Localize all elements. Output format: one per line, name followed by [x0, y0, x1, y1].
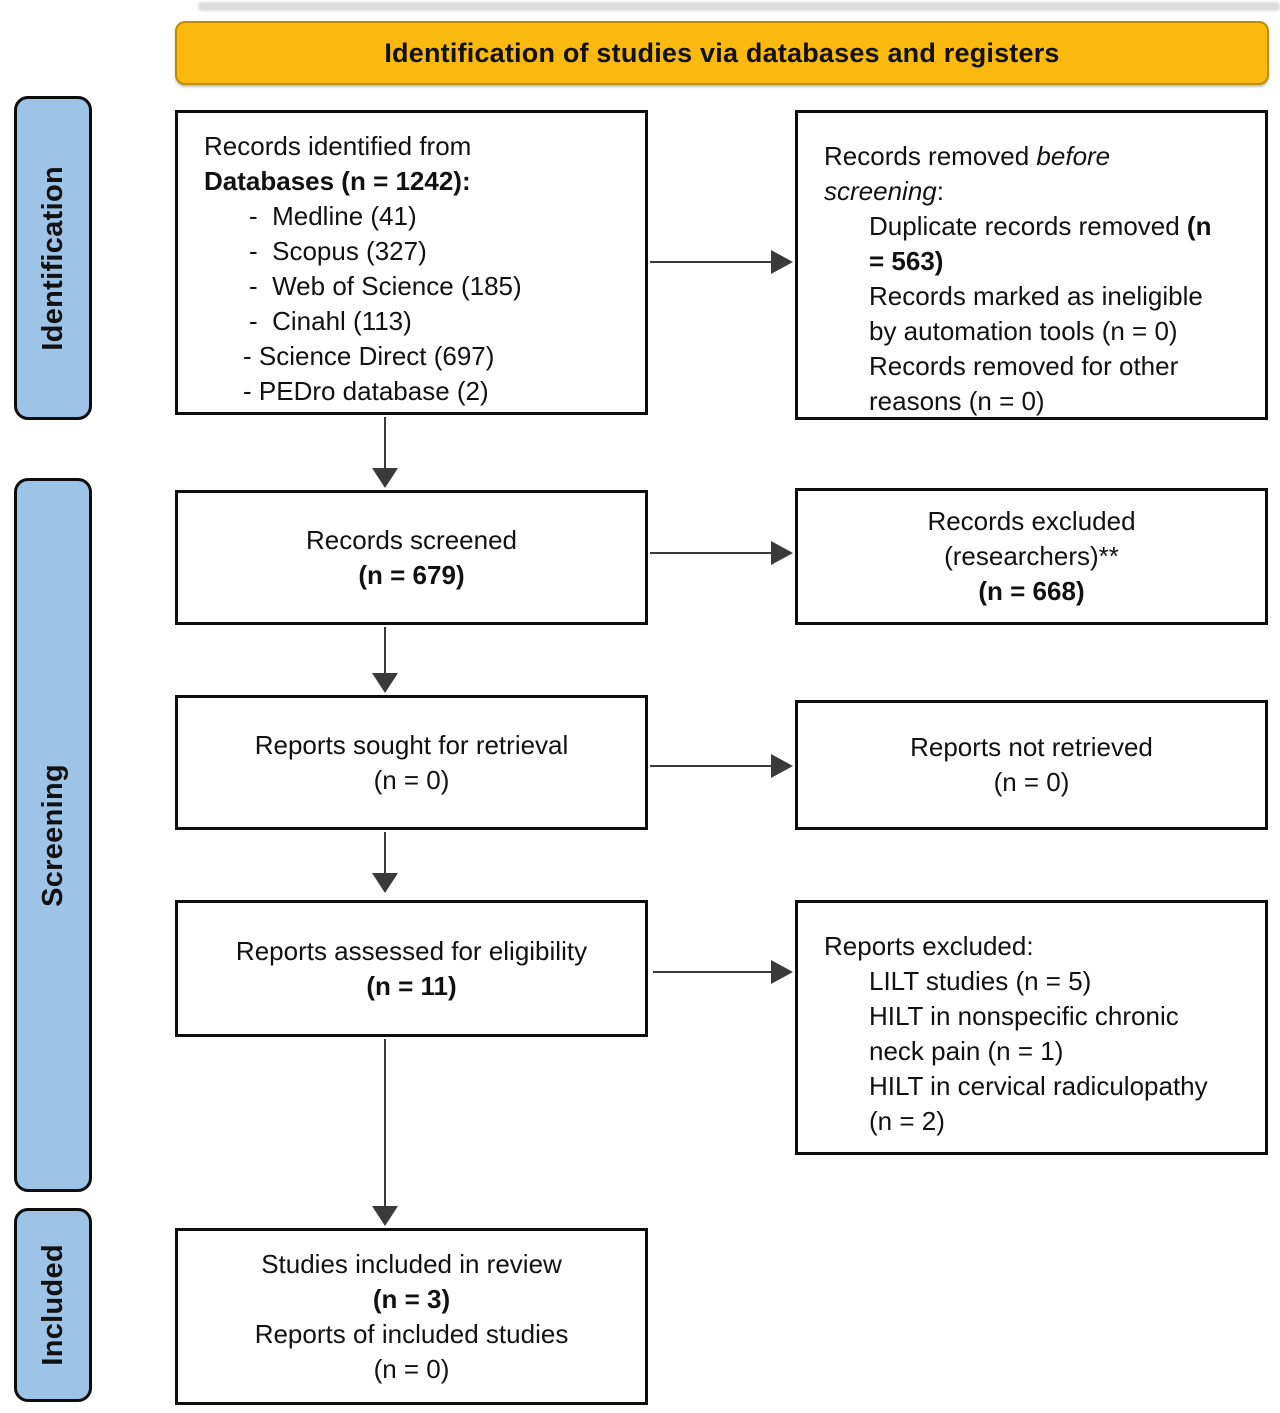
box-records-excluded: Records excluded (researchers)** (n = 668) [795, 488, 1268, 625]
text-line: Records identified from [204, 131, 472, 161]
stage-label-text: Included [36, 1244, 69, 1366]
text-line: - Medline (41) [249, 201, 417, 231]
arrow-down-identified-to-screened-icon [372, 417, 398, 488]
text-line: HILT in nonspecific chronic [869, 1001, 1179, 1031]
text-line: Records removed for other [869, 351, 1179, 381]
box-reports-sought-for-retrieval: Reports sought for retrieval (n = 0) [175, 695, 648, 830]
text-line: - Cinahl (113) [249, 306, 412, 336]
text-line: (n = 0) [373, 1353, 450, 1384]
box-reports-assessed-for-eligibility: Reports assessed for eligibility (n = 11) [175, 900, 648, 1037]
stage-label-screening: Screening [14, 478, 92, 1192]
text-line: Records marked as ineligible [869, 281, 1203, 311]
arrow-shaft [650, 765, 773, 767]
box-studies-included-in-review: Studies included in review (n = 3) Reports… [175, 1228, 648, 1405]
text-line: Records excluded [927, 506, 1136, 536]
arrow-right-screened-to-excluded-icon [650, 540, 793, 566]
box-records-screened: Records screened (n = 679) [175, 490, 648, 625]
arrow-head-icon [372, 468, 398, 488]
text-line: (n = 679) [358, 559, 465, 590]
text-line: (n = 0) [993, 767, 1070, 797]
diagram-title-banner: Identification of studies via databases … [175, 21, 1269, 85]
arrow-down-assessed-to-included-icon [372, 1039, 398, 1226]
arrow-head-icon [372, 1206, 398, 1226]
text-line: Reports sought for retrieval [254, 729, 569, 760]
stage-label-included: Included [14, 1208, 92, 1402]
arrow-head-icon [771, 250, 793, 274]
text-line: Reports excluded: [824, 931, 1034, 961]
arrow-shaft [384, 417, 386, 470]
text-line: Records removed before [824, 141, 1111, 171]
arrow-shaft [650, 552, 773, 554]
arrow-shaft [384, 832, 386, 875]
arrow-down-screened-to-sought-icon [372, 627, 398, 693]
text-line: - Web of Science (185) [249, 271, 522, 301]
stage-label-text: Identification [36, 165, 69, 351]
diagram-title: Identification of studies via databases … [384, 37, 1060, 68]
scan-artifact-strip [198, 2, 1280, 11]
arrow-shaft [384, 1039, 386, 1208]
stage-label-text: Screening [36, 763, 69, 907]
text-line: Studies included in review [261, 1248, 562, 1279]
box-reports-not-retrieved: Reports not retrieved (n = 0) [795, 700, 1268, 830]
arrow-head-icon [771, 754, 793, 778]
arrow-shaft [653, 971, 773, 973]
box-records-removed-before-screening: Records removed before screening: Duplicat… [795, 110, 1268, 420]
box-reports-excluded: Reports excluded: LILT studies (n = 5) HIL… [795, 900, 1268, 1155]
text-line: Reports of included studies [254, 1318, 569, 1349]
stage-label-identification: Identification [14, 96, 92, 420]
arrow-down-sought-to-assessed-icon [372, 832, 398, 893]
text-line: - Science Direct (697) [243, 341, 495, 371]
text-line: (n = 0) [373, 764, 450, 795]
text-line: LILT studies (n = 5) [869, 966, 1092, 996]
text-line: (n = 11) [366, 970, 457, 1001]
arrow-head-icon [372, 873, 398, 893]
text-line: - Scopus (327) [249, 236, 427, 266]
text-line: Reports assessed for eligibility [235, 935, 588, 966]
arrow-shaft [384, 627, 386, 675]
text-line: Reports not retrieved [910, 732, 1153, 762]
text-line: Databases (n = 1242): [204, 166, 471, 196]
arrow-right-sought-to-not-retrieved-icon [650, 753, 793, 779]
arrow-head-icon [372, 673, 398, 693]
text-line: screening: [824, 176, 944, 206]
text-line: = 563) [869, 246, 944, 276]
arrow-shaft [650, 261, 773, 263]
arrow-right-identified-to-removed-icon [650, 249, 793, 275]
text-line: Records screened [306, 524, 517, 555]
text-line: (researchers)** [944, 541, 1119, 571]
text-line: by automation tools (n = 0) [869, 316, 1178, 346]
text-line: (n = 2) [869, 1106, 945, 1136]
text-line: neck pain (n = 1) [869, 1036, 1064, 1066]
text-line: HILT in cervical radiculopathy [869, 1071, 1208, 1101]
text-line: - PEDro database (2) [243, 376, 489, 406]
text-line: Duplicate records removed (n [869, 211, 1212, 241]
arrow-right-assessed-to-excluded-icon [653, 959, 793, 985]
text-line: (n = 668) [978, 576, 1085, 606]
arrow-head-icon [771, 541, 793, 565]
arrow-head-icon [771, 960, 793, 984]
text-line: reasons (n = 0) [869, 386, 1045, 416]
text-line: (n = 3) [372, 1283, 451, 1314]
